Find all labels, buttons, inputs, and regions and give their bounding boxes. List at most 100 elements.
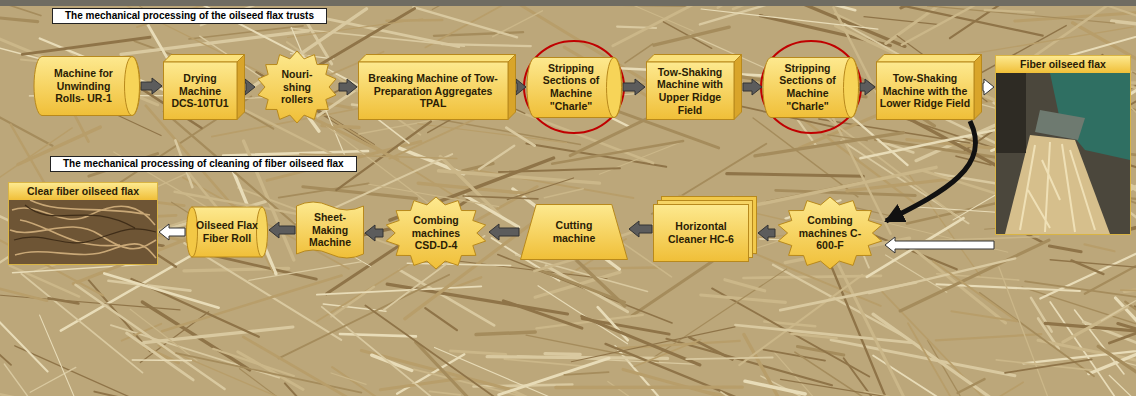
straw-stalk — [751, 167, 936, 206]
fiber-photo — [996, 73, 1130, 234]
straw-stalk — [0, 343, 11, 365]
straw-stalk — [450, 351, 505, 355]
shape-part — [877, 62, 975, 120]
straw-stalk — [537, 269, 624, 302]
node-label: Cutting machine — [537, 219, 610, 244]
straw-stalk — [1050, 260, 1136, 269]
straw-stalk — [1132, 154, 1136, 172]
flow-arrow — [623, 79, 645, 95]
straw-stalk — [30, 367, 76, 392]
straw-stalk — [701, 295, 786, 302]
node-label: Fiber oilseed flax — [999, 58, 1127, 71]
straw-stalk — [430, 391, 461, 394]
node-label: Clear fiber oilseed flax — [12, 185, 154, 198]
photo-ground — [996, 73, 1130, 234]
straw-stalk — [999, 267, 1054, 396]
shape-part — [877, 55, 982, 63]
straw-stalk — [618, 341, 740, 348]
straw-stalk — [146, 106, 267, 245]
straw-stalk — [1121, 290, 1136, 295]
node-label: Combing machines C-600-F — [798, 214, 863, 252]
straw-stalk — [795, 352, 869, 396]
machine-box: Drying Machine DCS-10TU1 — [163, 54, 245, 120]
machine-box: Tow-Shaking Machine with Upper Ridge Fie… — [646, 54, 742, 120]
straw-stalk — [0, 310, 48, 372]
straw-stalk — [865, 392, 1042, 396]
straw-stalk — [511, 390, 605, 396]
straw-stalk — [162, 276, 342, 332]
node-label: Machine for Unwinding Rolls- UR-1 — [43, 67, 124, 105]
straw-stalk — [504, 359, 585, 366]
machine-box: Tow-Shaking Machine with the Lower Ridge… — [876, 54, 982, 120]
label-holder: Oilseed Flax Fiber Roll — [195, 219, 259, 244]
straw-stalk — [583, 268, 660, 269]
scroll-node: Oilseed Flax Fiber Roll — [186, 204, 268, 260]
straw-stalk — [121, 31, 308, 55]
straw-stalk — [317, 286, 481, 294]
straw-stalk — [0, 287, 47, 300]
photo-panel: Clear fiber oilseed flax — [8, 182, 158, 265]
flow-arrow — [141, 78, 162, 94]
machine-box: Breaking Machine of Tow-Preparation Aggr… — [358, 54, 516, 120]
section-band: The mechanical processing of cleaning of… — [50, 156, 357, 172]
shape-part — [508, 55, 516, 120]
straw-stalk — [413, 7, 517, 37]
shape-part — [386, 197, 485, 269]
flow-arrow — [758, 225, 775, 241]
straw-stalk — [1101, 264, 1136, 321]
fiber-strands-dark — [14, 205, 156, 243]
straw-stalk — [1031, 298, 1052, 332]
straw-stalk — [463, 164, 494, 171]
straw-stalk — [689, 337, 732, 359]
straw-stalk — [781, 379, 955, 396]
starburst-node: Nouri-shing rollers — [256, 50, 338, 124]
straw-stalk — [1124, 274, 1136, 292]
straw-stalk — [1109, 375, 1136, 396]
flow-arrow — [516, 79, 526, 95]
trapezoid-node: Cutting machine — [520, 204, 628, 260]
cylinder-node: Machine for Unwinding Rolls- UR-1 — [34, 56, 140, 116]
straw-stalk — [0, 295, 180, 310]
straw-stalk — [15, 346, 136, 396]
straw-stalk — [725, 280, 765, 291]
starburst-node: Combing machines CSD-D-4 — [384, 196, 488, 270]
straw-stalk — [556, 385, 742, 389]
straw-stalk — [686, 358, 773, 360]
shape-part — [164, 62, 238, 120]
straw-stalk — [132, 359, 191, 361]
photo-ground — [9, 197, 157, 264]
shape-part — [607, 57, 622, 117]
label-holder: Horizontal Cleaner HC-6 — [656, 220, 746, 245]
label-holder: Machine for Unwinding Rolls- UR-1 — [43, 67, 124, 105]
label-holder: Combing machines CSD-D-4 — [405, 214, 467, 252]
straw-stalk — [213, 349, 294, 376]
label-holder: Stripping Sections of Machine "Charle" — [772, 62, 843, 112]
straw-stalk — [506, 128, 534, 146]
straw-stalk — [22, 37, 150, 54]
straw-stalk — [372, 355, 412, 370]
straw-stalk — [745, 381, 805, 394]
flow-arrow — [629, 221, 652, 237]
node-label: Sheet-Making Machine — [299, 211, 361, 249]
node-label: The mechanical processing of the oilseed… — [65, 10, 314, 22]
straw-stalk — [48, 298, 78, 303]
straw-stalk — [545, 352, 580, 356]
straw-stalk — [365, 305, 511, 396]
shape-part — [778, 197, 881, 269]
shape-part — [164, 55, 245, 63]
node-label: Tow-Shaking Machine with the Lower Ridge… — [879, 72, 971, 110]
flow-arrow — [983, 79, 994, 95]
straw-stalk — [503, 301, 582, 328]
flow-arrow — [159, 224, 185, 240]
flow-arrow — [365, 225, 383, 241]
straw-stalk — [873, 314, 1005, 396]
straw-stalk — [735, 325, 913, 343]
shape-part — [734, 55, 742, 120]
panel-header: Clear fiber oilseed flax — [9, 183, 157, 200]
shape-part — [647, 62, 735, 120]
straw-stalk — [632, 261, 713, 316]
shape-part — [125, 57, 140, 116]
label-holder: Cutting machine — [537, 219, 610, 244]
